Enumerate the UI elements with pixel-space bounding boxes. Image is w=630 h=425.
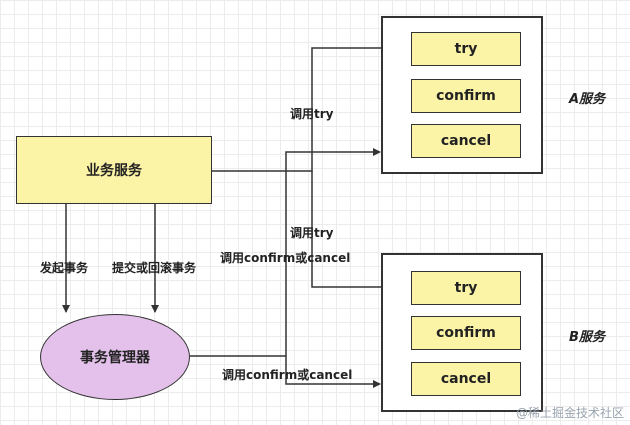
transaction-manager-label: 事务管理器 [80, 350, 150, 366]
service-b-name: B服务 [569, 330, 605, 345]
transaction-manager-ellipse: 事务管理器 [40, 314, 190, 400]
label-call-confirm-cancel-2: 调用confirm或cancel [222, 368, 353, 382]
service-b-confirm: confirm [411, 316, 521, 350]
label-call-confirm-cancel-1: 调用confirm或cancel [220, 251, 351, 265]
service-b-try: try [411, 271, 521, 305]
label-start-tx: 发起事务 [40, 261, 89, 275]
arrow-manager-to-b [285, 356, 381, 388]
arrow-manager-to-a [190, 148, 381, 357]
label-commit-rollback: 提交或回滚事务 [112, 261, 197, 275]
service-b-cancel: cancel [411, 362, 521, 396]
label-call-try-a: 调用try [290, 107, 334, 121]
business-service-box: 业务服务 [16, 136, 212, 204]
service-a-try: try [411, 32, 521, 66]
watermark: @稀土掘金技术社区 [515, 406, 624, 420]
arrow-business-to-a-try [212, 44, 411, 172]
service-a-name: A服务 [569, 92, 606, 107]
label-call-try-b: 调用try [290, 226, 334, 240]
arrow-business-to-b-try [311, 171, 411, 291]
business-service-label: 业务服务 [86, 163, 142, 179]
service-a-confirm: confirm [411, 79, 521, 113]
service-a-cancel: cancel [411, 124, 521, 158]
